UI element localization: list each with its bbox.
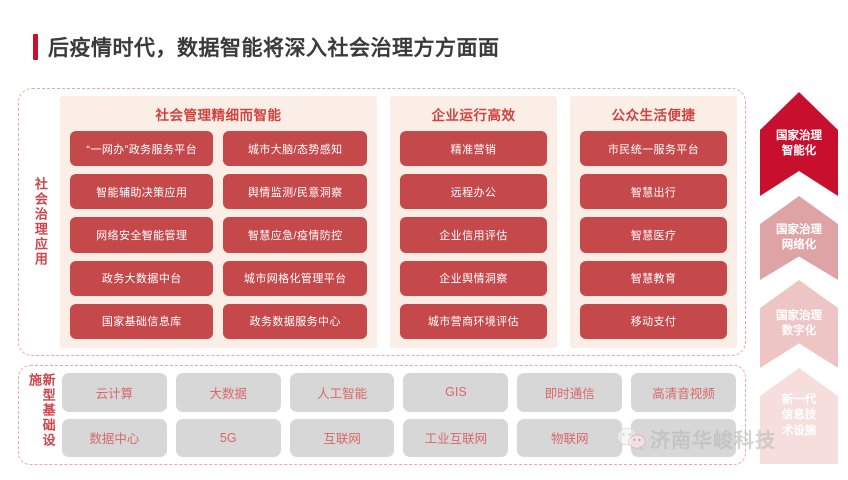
app-chip[interactable]: 远程办公	[399, 174, 547, 210]
infra-chip[interactable]: 互联网	[289, 418, 395, 457]
infra-chip[interactable]: 物联网	[517, 418, 623, 457]
applications-panels: 社会管理精细而智能 “一网办”政务服务平台 智能辅助决策应用 网络安全智能管理 …	[60, 96, 737, 348]
title-text: 后疫情时代，数据智能将深入社会治理方方面面	[48, 37, 500, 60]
app-chip[interactable]: 智慧应急/疫情防控	[223, 217, 367, 253]
app-chip[interactable]: 城市网格化管理平台	[223, 260, 367, 296]
app-chip[interactable]: 智能辅助决策应用	[70, 174, 214, 210]
app-chip[interactable]: 移动支付	[579, 303, 727, 340]
infra-chip[interactable]: 高清音视频	[631, 373, 736, 412]
app-chip[interactable]: “一网办”政务服务平台	[70, 131, 214, 167]
arrow-segment-new-infrastructure[interactable]: 新一代信息技术设施	[760, 368, 838, 464]
app-chip[interactable]: 精准营销	[399, 131, 547, 167]
panel-social-management: 社会管理精细而智能 “一网办”政务服务平台 智能辅助决策应用 网络安全智能管理 …	[60, 96, 377, 348]
infrastructure-layer-label: 新型基础设施	[27, 373, 56, 457]
app-chip[interactable]: 政务数据服务中心	[223, 303, 367, 340]
app-chip[interactable]: 智慧教育	[579, 260, 727, 296]
app-chip[interactable]: 城市营商环境评估	[399, 303, 547, 340]
applications-inner: 社会治理应用 社会管理精细而智能 “一网办”政务服务平台 智能辅助决策应用 网络…	[19, 89, 745, 355]
infra-chip[interactable]: 大数据	[175, 373, 281, 412]
app-chip[interactable]: 舆情监测/民意洞察	[223, 174, 367, 210]
app-chip[interactable]: 政务大数据中台	[70, 260, 214, 296]
app-chip[interactable]: 智慧医疗	[579, 217, 727, 253]
app-chip[interactable]: 网络安全智能管理	[70, 217, 214, 253]
panel-grid: 市民统一服务平台 智慧出行 智慧医疗 智慧教育 移动支付	[579, 131, 727, 340]
infra-chip[interactable]: 5G	[175, 418, 281, 457]
infrastructure-grid: 云计算 大数据 人工智能 GIS 即时通信 高清音视频 数据中心 5G 互联网 …	[62, 373, 736, 457]
infra-chip[interactable]: GIS	[403, 373, 509, 412]
arrow-segment-label: 新一代信息技术设施	[781, 394, 817, 437]
infra-chip[interactable]	[631, 418, 736, 457]
app-chip[interactable]: 智慧出行	[579, 174, 727, 210]
panel-public-life: 公众生活便捷 市民统一服务平台 智慧出行 智慧医疗 智慧教育 移动支付	[569, 96, 737, 348]
infrastructure-row: 云计算 大数据 人工智能 GIS 即时通信 高清音视频	[62, 373, 736, 412]
panel-column: 精准营销 远程办公 企业信用评估 企业舆情洞察 城市营商环境评估	[399, 131, 547, 340]
arrow-segment-label: 国家治理智能化	[776, 129, 822, 157]
infra-chip[interactable]: 工业互联网	[403, 418, 509, 457]
applications-layer: 社会治理应用 社会管理精细而智能 “一网办”政务服务平台 智能辅助决策应用 网络…	[18, 88, 746, 356]
panel-heading: 社会管理精细而智能	[155, 108, 282, 123]
arrow-segment-label: 国家治理网络化	[776, 223, 822, 251]
panel-grid: “一网办”政务服务平台 智能辅助决策应用 网络安全智能管理 政务大数据中台 国家…	[70, 131, 367, 340]
infra-chip[interactable]: 数据中心	[62, 418, 167, 457]
panel-column: 城市大脑/态势感知 舆情监测/民意洞察 智慧应急/疫情防控 城市网格化管理平台 …	[223, 131, 367, 340]
app-chip[interactable]: 国家基础信息库	[70, 303, 214, 340]
app-chip[interactable]: 市民统一服务平台	[579, 131, 727, 167]
panel-grid: 精准营销 远程办公 企业信用评估 企业舆情洞察 城市营商环境评估	[399, 131, 547, 340]
infrastructure-layer: 新型基础设施 云计算 大数据 人工智能 GIS 即时通信 高清音视频 数据中心 …	[18, 365, 746, 465]
panel-heading: 公众生活便捷	[611, 108, 696, 123]
applications-layer-label: 社会治理应用	[27, 96, 53, 348]
applications-layer-label-text: 社会治理应用	[32, 177, 48, 267]
infra-chip[interactable]: 即时通信	[517, 373, 623, 412]
arrow-segment-intelligent[interactable]: 国家治理智能化	[760, 92, 838, 196]
infra-chip[interactable]: 云计算	[62, 373, 167, 412]
title-accent-bar	[33, 34, 38, 60]
arrow-segment-networked[interactable]: 国家治理网络化	[760, 196, 838, 280]
governance-arrow: 国家治理智能化 国家治理网络化 国家治理数字化 新一代信息技术设施	[760, 92, 838, 464]
app-chip[interactable]: 企业舆情洞察	[399, 260, 547, 296]
panel-column: “一网办”政务服务平台 智能辅助决策应用 网络安全智能管理 政务大数据中台 国家…	[70, 131, 214, 340]
app-chip[interactable]: 城市大脑/态势感知	[223, 131, 367, 167]
arrow-segment-label: 国家治理数字化	[776, 309, 822, 337]
panel-enterprise-efficiency: 企业运行高效 精准营销 远程办公 企业信用评估 企业舆情洞察 城市营商环境评估	[389, 96, 557, 348]
infrastructure-row: 数据中心 5G 互联网 工业互联网 物联网	[62, 418, 736, 457]
page-title: 后疫情时代，数据智能将深入社会治理方方面面	[33, 32, 500, 62]
panel-heading: 企业运行高效	[431, 108, 516, 123]
arrow-segment-digital[interactable]: 国家治理数字化	[760, 280, 838, 368]
panel-column: 市民统一服务平台 智慧出行 智慧医疗 智慧教育 移动支付	[579, 131, 727, 340]
app-chip[interactable]: 企业信用评估	[399, 217, 547, 253]
infrastructure-layer-label-text: 新型基础设施	[27, 373, 56, 448]
infra-chip[interactable]: 人工智能	[289, 373, 395, 412]
